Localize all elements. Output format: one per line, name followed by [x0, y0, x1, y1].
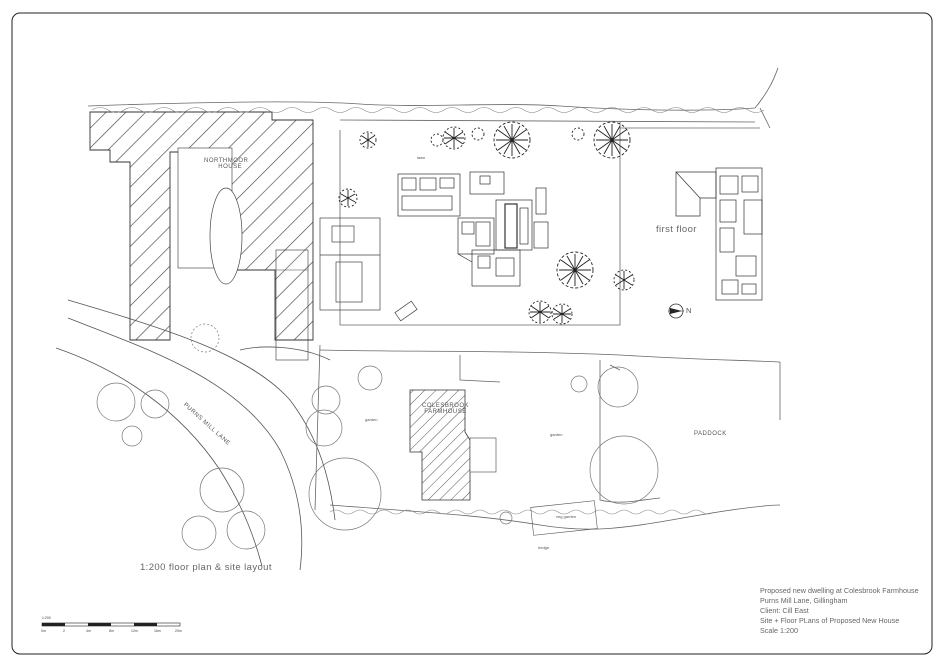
northmoor-house-label: NORTHMOOR HOUSE [204, 158, 249, 170]
paddock-label: PADDOCK [694, 431, 727, 437]
garage-and-driveway [319, 217, 418, 322]
scale-tick: 20m [175, 629, 182, 633]
first-floor-plan [675, 167, 763, 301]
scale-tick: 8m [109, 629, 114, 633]
garden-label-1: garden [365, 417, 378, 422]
existing-trees [96, 323, 659, 551]
purns-mill-lane-road [55, 299, 336, 571]
hedge-label: hedge [538, 545, 550, 550]
title-line: Scale 1:200 [760, 626, 798, 635]
lawn-label: lawn [417, 155, 426, 160]
title-line: Client: Cill East [760, 606, 809, 615]
site-layout-label: 1:200 floor plan & site layout [140, 562, 272, 573]
scale-bar-title: 1:200 [42, 616, 51, 620]
scale-tick: 12m [131, 629, 138, 633]
scale-tick: 2 [63, 629, 65, 633]
colesbrook-farmhouse-label: COLESBROOK FARMHOUSE [422, 403, 470, 415]
north-arrow [668, 303, 684, 319]
hedge-lines [91, 107, 765, 515]
title-line: Proposed new dwelling at Colesbrook Farm… [760, 586, 919, 595]
title-line: Purns Mill Lane, Gillingham [760, 596, 848, 605]
garden-label-2: garden [550, 432, 563, 437]
scale-tick: 16m [154, 629, 161, 633]
first-floor-label: first floor [656, 224, 697, 235]
scale-bar [41, 622, 181, 627]
sheet-border [11, 12, 933, 655]
title-line: Site + Floor PLans of Proposed New House [760, 616, 900, 625]
title-block: Proposed new dwelling at Colesbrook Farm… [760, 586, 919, 636]
colesbrook-farmhouse-footprint [409, 389, 598, 536]
scale-tick: 4m [86, 629, 91, 633]
tree-canopies [338, 121, 635, 325]
proposed-house-ground-floor [397, 171, 549, 287]
scale-tick: 0m [41, 629, 46, 633]
northmoor-house-footprint [89, 111, 314, 361]
site-boundary [87, 67, 781, 530]
veg-garden-label: veg garden [556, 514, 577, 519]
north-label: N [686, 306, 693, 315]
